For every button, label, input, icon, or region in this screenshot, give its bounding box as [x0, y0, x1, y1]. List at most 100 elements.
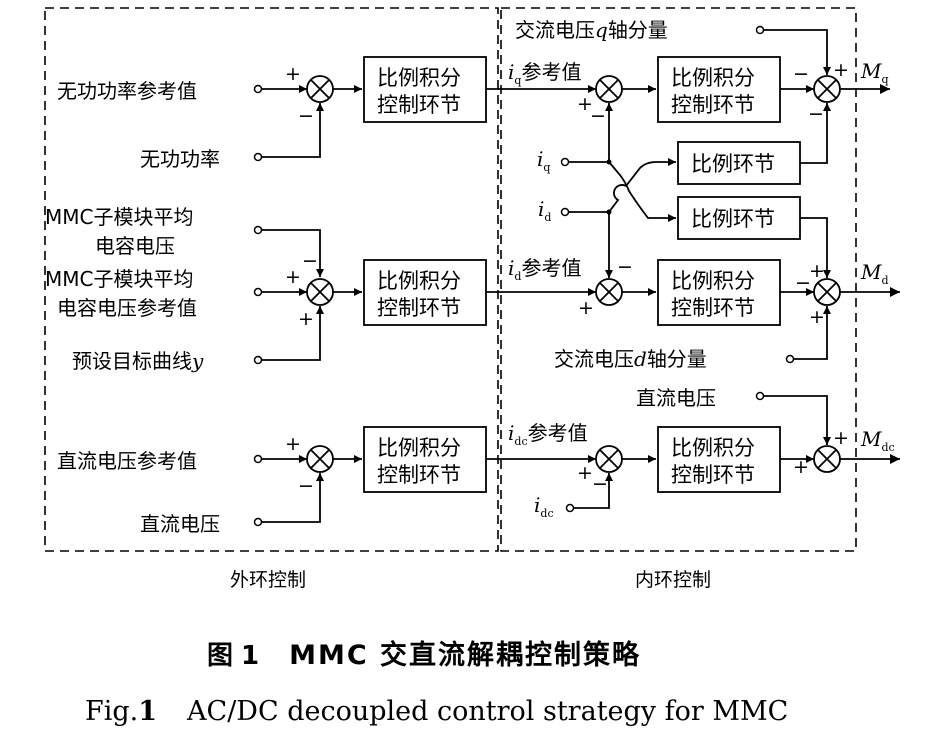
p-label: 比例环节: [691, 207, 775, 231]
sign-minus: −: [617, 256, 633, 278]
capacitor-voltage-label-2: 电容电压: [95, 234, 175, 258]
capacitor-voltage-ref-terminal: [253, 287, 263, 297]
pi-controller-inner-q: 比例积分 控制环节: [657, 56, 781, 123]
target-curve-label: 预设目标曲线y: [72, 349, 204, 373]
wire: [574, 473, 613, 509]
capacitor-voltage-label-1: MMC子模块平均: [45, 205, 193, 229]
dc-voltage-ref-terminal: [253, 454, 263, 464]
capacitor-voltage-terminal: [253, 225, 263, 235]
wire: [800, 103, 831, 164]
dc-voltage-label: 直流电压: [140, 512, 220, 536]
pi-label-line1: 比例积分: [671, 269, 755, 293]
sign-plus: +: [298, 308, 314, 330]
pi-label-line2: 控制环节: [377, 463, 461, 487]
summing-junction-md: [813, 278, 841, 306]
pi-controller-outer-2: 比例积分 控制环节: [363, 259, 487, 326]
pi-label-line1: 比例积分: [671, 66, 755, 90]
summing-junction-inner-q: [595, 75, 623, 103]
target-curve-terminal: [253, 355, 263, 365]
id-ref-label: id参考值: [508, 256, 581, 283]
idc-input-label: idc: [534, 493, 554, 520]
wire: [262, 473, 324, 523]
iq-ref-label: iq参考值: [508, 60, 581, 87]
summing-junction-inner-dc: [595, 445, 623, 473]
sign-minus: −: [808, 103, 824, 125]
mdc-label: Mdc: [860, 427, 895, 454]
pi-label-line1: 比例积分: [671, 436, 755, 460]
pi-label-line2: 控制环节: [671, 296, 755, 320]
pi-label-line2: 控制环节: [377, 296, 461, 320]
sign-minus: −: [795, 272, 811, 294]
sign-plus: +: [833, 59, 849, 81]
idc-terminal: [565, 503, 575, 513]
crossing-wire-d-to-q: [608, 158, 676, 213]
capacitor-voltage-ref-label-1: MMC子模块平均: [45, 267, 193, 291]
sign-minus: −: [298, 475, 314, 497]
summing-junction-inner-d: [595, 278, 623, 306]
pi-label-line2: 控制环节: [671, 93, 755, 117]
summing-junction-outer-1: [306, 75, 334, 103]
sign-plus: +: [285, 433, 301, 455]
id-input-label: id: [538, 197, 551, 224]
outer-loop-frame: [44, 7, 499, 552]
wire: [262, 229, 324, 277]
reactive-power-ref-label: 无功功率参考值: [57, 79, 197, 103]
summing-junction-outer-3: [306, 445, 334, 473]
sign-minus: −: [590, 105, 606, 127]
reactive-power-label: 无功功率: [140, 147, 220, 171]
reactive-power-terminal: [253, 152, 263, 162]
pi-label-line2: 控制环节: [671, 463, 755, 487]
summing-junction-outer-2: [306, 278, 334, 306]
pi-label-line1: 比例积分: [377, 66, 461, 90]
summing-junction-mdc: [813, 445, 841, 473]
p-label: 比例环节: [691, 152, 775, 176]
sign-minus: −: [302, 250, 318, 272]
sign-plus: +: [577, 93, 593, 115]
inner-loop-label: 内环控制: [635, 569, 711, 591]
vq-label: 交流电压q轴分量: [515, 18, 668, 42]
sign-plus: +: [285, 63, 301, 85]
dc-voltage-ref-label: 直流电压参考值: [57, 449, 197, 473]
wire: [800, 217, 831, 278]
pi-controller-outer-1: 比例积分 控制环节: [363, 56, 487, 123]
idc-ref-label: idc参考值: [508, 421, 588, 448]
sign-plus: +: [578, 297, 594, 319]
wire: [262, 103, 324, 158]
sign-minus: −: [592, 473, 608, 495]
vd-label: 交流电压d轴分量: [554, 347, 707, 371]
pi-label-line1: 比例积分: [377, 436, 461, 460]
iq-input-label: iq: [537, 147, 550, 174]
sign-plus: +: [577, 462, 593, 484]
sign-plus: +: [793, 456, 809, 478]
wire: [764, 29, 831, 75]
vdc-inner-label: 直流电压: [636, 386, 716, 410]
vd-terminal: [785, 354, 795, 364]
p-controller-q: 比例环节: [677, 141, 801, 185]
sign-plus: +: [833, 427, 849, 449]
pi-controller-inner-d: 比例积分 控制环节: [657, 259, 781, 326]
wire: [764, 395, 831, 445]
capacitor-voltage-ref-label-2: 电容电压参考值: [57, 296, 197, 320]
pi-controller-inner-dc: 比例积分 控制环节: [657, 426, 781, 493]
pi-controller-outer-3: 比例积分 控制环节: [363, 426, 487, 493]
sign-minus: −: [793, 63, 809, 85]
mq-label: Mq: [860, 59, 889, 86]
dc-voltage-terminal: [253, 517, 263, 527]
pi-label-line1: 比例积分: [377, 269, 461, 293]
p-controller-d: 比例环节: [677, 196, 801, 240]
vdc-terminal: [755, 391, 765, 401]
sign-plus: +: [285, 266, 301, 288]
sign-plus: +: [809, 260, 825, 282]
md-label: Md: [860, 260, 889, 287]
crossing-wire-q-to-d: [608, 161, 676, 222]
reactive-power-ref-terminal: [253, 84, 263, 94]
sign-minus: −: [298, 105, 314, 127]
vq-terminal: [755, 25, 765, 35]
pi-label-line2: 控制环节: [377, 93, 461, 117]
iq-terminal: [560, 157, 570, 167]
wire: [262, 306, 324, 361]
sign-plus: +: [809, 306, 825, 328]
